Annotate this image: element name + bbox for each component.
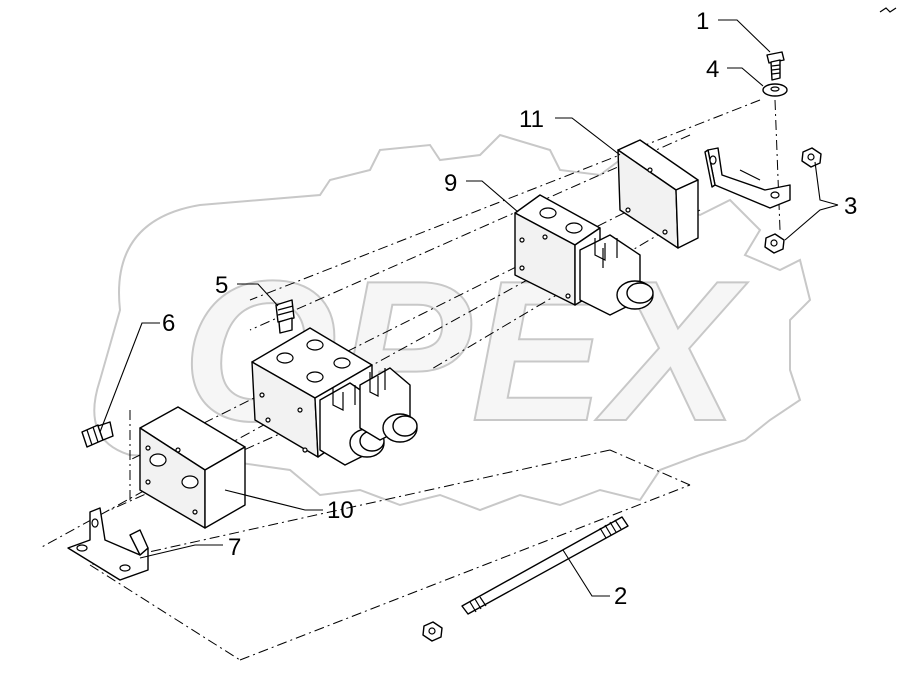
callout-labels: 1 2 3 4 5 6 7 9 10 11 <box>162 8 857 610</box>
callout-6: 6 <box>162 310 175 337</box>
callout-3: 3 <box>844 193 857 220</box>
watermark-text: OPEX <box>182 240 748 463</box>
part-fitting-top <box>275 299 295 334</box>
leader-lines <box>99 19 839 597</box>
part-bracket-bottom <box>67 507 149 581</box>
part-bracket-top <box>704 147 791 209</box>
part-solenoid-lower-right <box>359 367 418 443</box>
part-end-plate <box>617 139 699 249</box>
part-bolt <box>766 51 785 81</box>
callout-10: 10 <box>327 497 354 524</box>
callout-7: 7 <box>228 534 241 561</box>
part-nut-top <box>801 147 822 168</box>
watermark-logo: OPEX <box>181 239 749 464</box>
corner-mark <box>879 7 897 13</box>
callout-5: 5 <box>215 272 228 299</box>
callout-2: 2 <box>614 583 627 610</box>
callout-1: 1 <box>696 8 709 35</box>
part-solenoid-upper <box>579 234 654 316</box>
callout-4: 4 <box>706 56 719 83</box>
part-threaded-rod <box>461 516 629 615</box>
part-nut-bottom <box>764 233 785 254</box>
part-end-block <box>139 406 246 529</box>
callout-9: 9 <box>444 170 457 197</box>
part-washer <box>762 83 788 97</box>
callout-11: 11 <box>519 106 544 133</box>
part-rod-nut <box>422 621 443 642</box>
watermark-gear <box>93 133 812 512</box>
